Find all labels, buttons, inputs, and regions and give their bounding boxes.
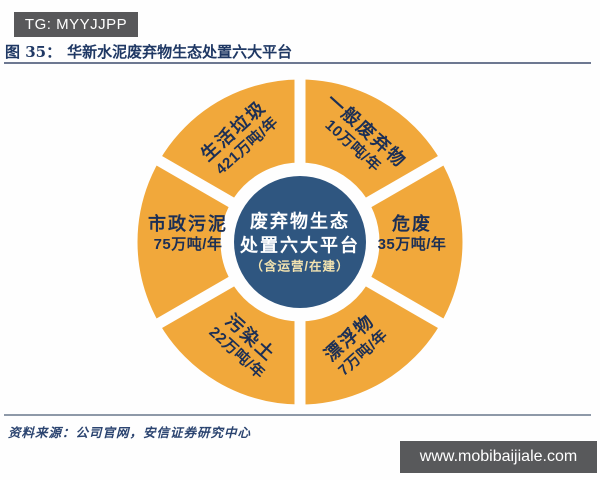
segment-hazardous-waste: 危废 35万吨/年 bbox=[378, 214, 447, 254]
title-divider-line bbox=[4, 62, 591, 64]
figure-title: 图 35： 华新水泥废弃物生态处置六大平台 bbox=[5, 41, 292, 62]
watermark-url-text: www.mobibaijiale.com bbox=[419, 448, 578, 465]
segment-value: 75万吨/年 bbox=[153, 235, 223, 253]
figure-title-text: 华新水泥废弃物生态处置六大平台 bbox=[67, 43, 293, 61]
figure-number: 图 35： bbox=[5, 43, 62, 61]
wheel-hub-circle bbox=[234, 176, 366, 308]
wheel-svg bbox=[137, 72, 463, 412]
watermark-url-bar: www.mobibaijiale.com bbox=[400, 441, 597, 473]
segment-municipal-sludge: 市政污泥 75万吨/年 bbox=[148, 214, 228, 254]
segment-name: 市政污泥 bbox=[148, 214, 228, 235]
tg-watermark-text: TG: MYYJJPP bbox=[24, 16, 128, 33]
source-divider-line bbox=[4, 414, 591, 416]
hub-title-line1: 废弃物生态 bbox=[250, 211, 350, 232]
source-note: 资料来源：公司官网，安信证券研究中心 bbox=[8, 425, 252, 440]
hub-note: （含运营/在建） bbox=[250, 258, 350, 273]
wheel-hub-text: 废弃物生态 处置六大平台 （含运营/在建） bbox=[240, 209, 360, 274]
tg-watermark-banner: TG: MYYJJPP bbox=[14, 12, 138, 37]
six-platform-wheel-diagram: 生活垃圾 421万吨/年 一般废弃物 10万吨/年 危废 35万吨/年 漂浮物 … bbox=[130, 72, 470, 412]
hub-title-line2: 处置六大平台 bbox=[240, 235, 360, 256]
segment-name: 危废 bbox=[391, 214, 432, 235]
segment-value: 35万吨/年 bbox=[377, 235, 447, 253]
